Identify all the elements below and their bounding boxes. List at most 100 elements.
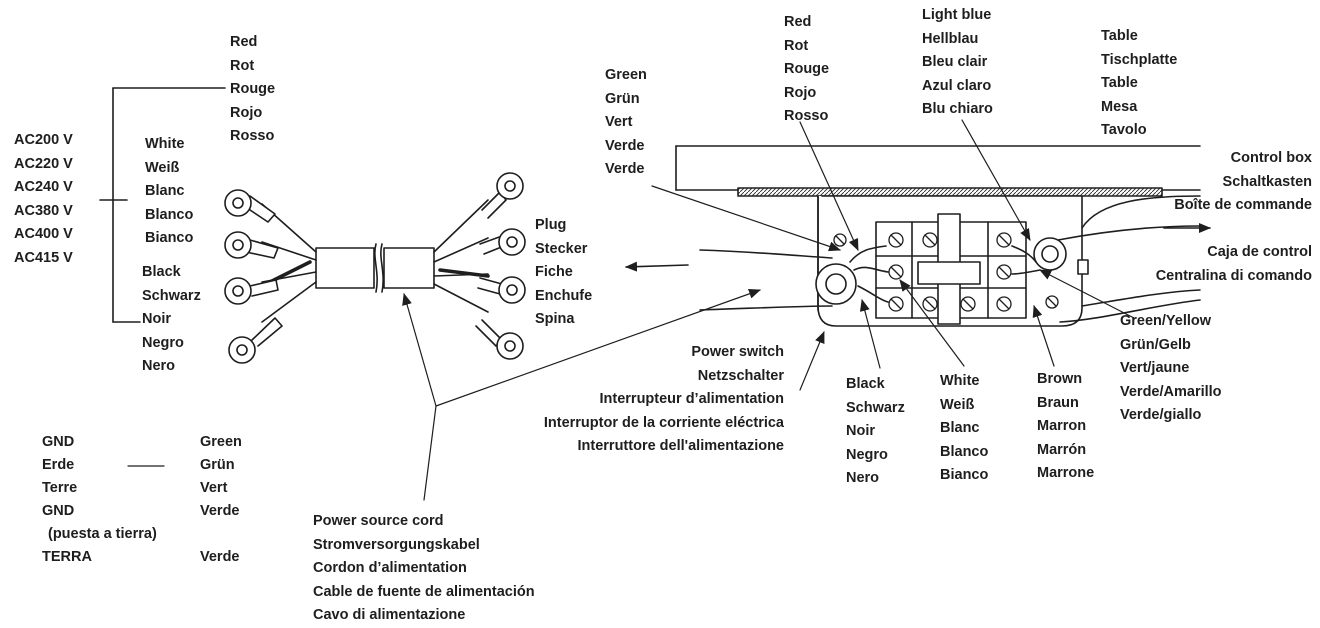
label-line: Rot — [784, 37, 809, 54]
label-line: Brown — [1037, 371, 1083, 387]
label-line: Negro — [846, 446, 888, 463]
label-line: Braun — [1037, 394, 1079, 411]
label-plug: Plug Stecker Fiche Enchufe Spina — [535, 214, 592, 332]
label-line: Grün — [605, 90, 640, 107]
label-line: Mesa — [1101, 98, 1138, 115]
label-line: Weiß — [940, 396, 975, 413]
ring-terminal-left-green — [228, 317, 283, 364]
label-line: Black — [142, 264, 181, 280]
label-black-left: Black Schwarz Noir Negro Nero — [142, 261, 201, 379]
voltage-value: AC200 V — [14, 132, 73, 148]
label-line: Grün/Gelb — [1120, 336, 1191, 353]
label-black-box: Black Schwarz Noir Negro Nero — [846, 373, 905, 491]
label-line: Rosso — [784, 108, 829, 124]
table-top — [675, 145, 1201, 197]
terminal-block — [833, 213, 1067, 325]
label-voltages: AC200 V AC220 V AC240 V AC380 V AC400 V … — [14, 129, 73, 270]
label-line: Cordon d’alimentation — [313, 560, 467, 576]
label-line: Green/Yellow — [1120, 313, 1212, 329]
label-line: Cable de fuente de alimentación — [313, 583, 535, 600]
label-line: Enchufe — [535, 287, 593, 304]
label-green-yellow: Green/Yellow Grün/Gelb Vert/jaune Verde/… — [1120, 310, 1222, 428]
label-line: Rojo — [784, 84, 817, 101]
label-line: Table — [1101, 28, 1138, 44]
label-line: Rouge — [784, 61, 830, 77]
label-line: Caja de control — [1207, 244, 1312, 260]
label-line: Blu chiaro — [922, 101, 993, 117]
voltage-bracket — [99, 87, 226, 323]
label-line: Interrupteur d’alimentation — [599, 391, 785, 407]
label-line: Black — [846, 376, 885, 392]
ring-terminal-right-4 — [475, 319, 524, 360]
ring-terminal-left-white — [224, 231, 279, 259]
label-line: Interruptor de la corriente eléctrica — [543, 414, 784, 431]
label-line: Bianco — [940, 467, 989, 483]
label-green-gnd: Green Grün Vert Verde Verde — [200, 431, 242, 569]
label-line: Schwarz — [846, 399, 905, 416]
label-line: Power switch — [691, 344, 784, 360]
label-line: Erde — [42, 457, 75, 473]
label-line: Vert/jaune — [1120, 360, 1190, 376]
ring-terminal-left-black — [224, 277, 279, 305]
label-line: Marron — [1037, 418, 1087, 434]
label-line: Table — [1101, 75, 1138, 91]
label-line: Hellblau — [922, 30, 979, 47]
label-line: Netzschalter — [697, 367, 784, 384]
label-line: Marrón — [1037, 441, 1087, 458]
label-line: Schwarz — [142, 287, 201, 304]
label-line: Boîte de commande — [1174, 197, 1312, 213]
label-line: Power source cord — [313, 513, 444, 529]
label-line: Grün — [200, 457, 235, 473]
ring-terminal-right-3 — [477, 276, 526, 304]
label-line: Red — [230, 34, 258, 50]
voltage-value: AC220 V — [14, 155, 73, 172]
label-line: Nero — [142, 358, 176, 374]
label-line: Negro — [142, 334, 184, 351]
label-line: Tavolo — [1101, 122, 1147, 138]
label-line: Rojo — [230, 104, 263, 121]
label-line: Weiß — [145, 159, 180, 176]
label-line: Noir — [846, 423, 875, 439]
label-green-top: Green Grün Vert Verde Verde — [605, 64, 647, 182]
label-light-blue: Light blue Hellblau Bleu clair Azul clar… — [922, 4, 993, 122]
label-white-box: White Weiß Blanc Blanco Bianco — [940, 370, 988, 488]
label-line: Blanco — [145, 206, 194, 223]
label-gnd: GND Erde Terre GND (puesta a tierra) TER… — [42, 431, 157, 569]
label-line: Stecker — [535, 240, 588, 257]
ring-terminal-right-1 — [481, 172, 524, 219]
label-line: Spina — [535, 311, 575, 327]
label-table: Table Tischplatte Table Mesa Tavolo — [1101, 25, 1177, 143]
label-line: Bleu clair — [922, 54, 988, 70]
label-line: Nero — [846, 470, 880, 486]
label-line: Blanc — [145, 183, 185, 199]
label-red-left: Red Rot Rouge Rojo Rosso — [230, 31, 275, 149]
power-cord-left — [260, 199, 490, 323]
label-line: Verde — [200, 549, 240, 565]
voltage-value: AC415 V — [14, 249, 73, 266]
label-white-left: White Weiß Blanc Blanco Bianco — [145, 133, 193, 251]
label-line: Stromversorgungskabel — [313, 536, 480, 553]
label-power-cord: Power source cord Stromversorgungskabel … — [313, 510, 535, 628]
label-brown-box: Brown Braun Marron Marrón Marrone — [1037, 368, 1094, 486]
label-line: Marrone — [1037, 465, 1095, 481]
label-line: Verde/giallo — [1120, 407, 1202, 423]
label-line: Green — [200, 434, 242, 450]
label-line: Light blue — [922, 7, 992, 23]
label-line: White — [145, 136, 185, 152]
label-line: White — [940, 373, 980, 389]
label-line: Blanco — [940, 443, 989, 460]
label-line: Noir — [142, 311, 171, 327]
label-line: Tischplatte — [1101, 51, 1178, 68]
label-line: Azul claro — [922, 77, 992, 94]
label-line: Verde/Amarillo — [1120, 383, 1222, 400]
label-line: Rouge — [230, 81, 276, 97]
label-line: Blanc — [940, 420, 980, 436]
label-line: Red — [784, 14, 812, 30]
label-line: Rot — [230, 57, 255, 74]
label-line: Cavo di alimentazione — [313, 607, 466, 623]
label-line: Schaltkasten — [1222, 173, 1312, 190]
label-line: Plug — [535, 217, 567, 233]
label-red-top: Red Rot Rouge Rojo Rosso — [784, 11, 829, 129]
label-power-switch: Power switch Netzschalter Interrupteur d… — [544, 341, 784, 459]
